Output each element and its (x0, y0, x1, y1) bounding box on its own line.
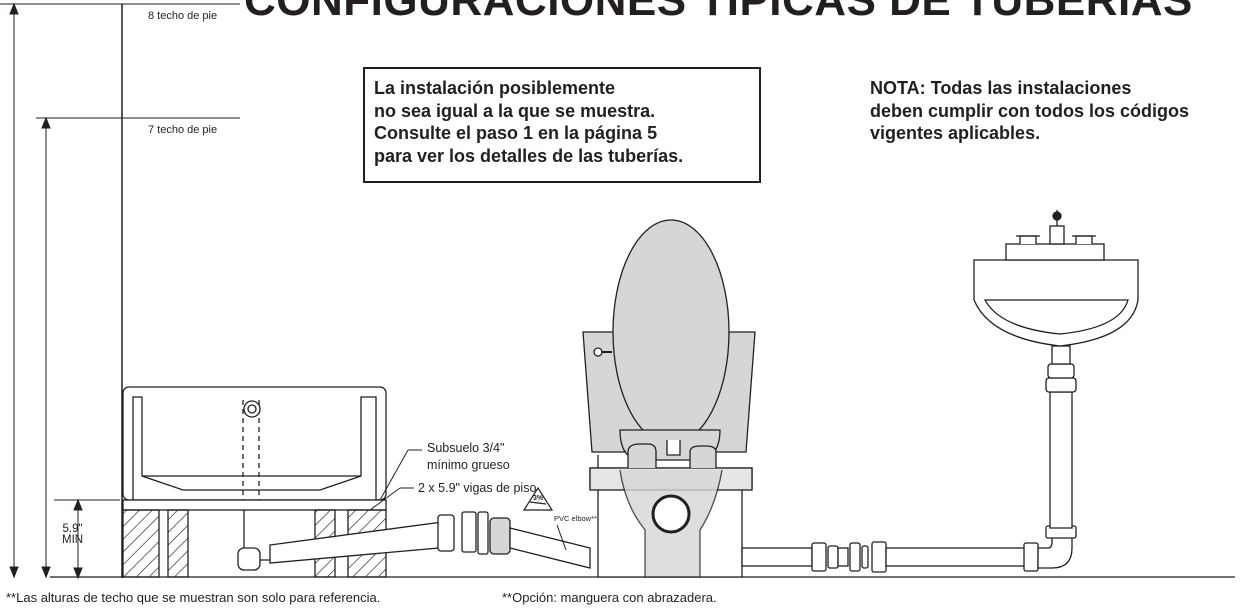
callout-leaders (369, 449, 567, 551)
nota-line: vigentes aplicables. (870, 123, 1041, 143)
tub-fixture (122, 386, 387, 578)
subfloor-line1: Subsuelo 3/4" (427, 441, 505, 455)
slope-label: 3% (533, 495, 544, 502)
ceiling-7ft-label: 7 techo de pie (148, 124, 218, 136)
note-line: no sea igual a la que se muestra. (374, 100, 656, 121)
codes-note: NOTA: Todas las instalaciones deben cump… (870, 77, 1189, 145)
min-height-value: 5.9" (62, 523, 83, 535)
note-line: Consulte el paso 1 en la página 5 (374, 123, 658, 143)
min-height-label: 5.9" MIN (62, 523, 84, 546)
subfloor-callout: Subsuelo 3/4" mínimo grueso (427, 440, 510, 474)
wall-sink (973, 210, 1139, 347)
note-line: para ver los detalles de las tuberías. (374, 145, 684, 166)
macerator-unit (582, 219, 756, 578)
ceiling-dimension-lines (0, 2, 240, 580)
subfloor-line2: mínimo grueso (427, 458, 510, 472)
page-title: CONFIGURACIONES TÍPICAS DE TUBERÍAS (244, 0, 1193, 25)
joists-callout: 2 x 5.9" vigas de piso (418, 481, 537, 495)
footer-ceiling-note: **Las alturas de techo que se muestran s… (6, 590, 381, 605)
discharge-pipe (741, 345, 1077, 573)
pvc-elbow-label: PVC elbow** (554, 514, 597, 523)
nota-line: deben cumplir con todos los códigos (870, 100, 1190, 121)
min-height-unit: MIN (62, 534, 84, 546)
note-line: La instalación posiblemente (374, 78, 616, 98)
installation-note-box: La instalación posiblemente no sea igual… (363, 67, 761, 183)
slope-indicator (522, 486, 554, 511)
footer-option-note: **Opción: manguera con abrazadera. (502, 590, 717, 605)
ceiling-8ft-label: 8 techo de pie (148, 10, 218, 22)
drain-pipe (269, 511, 591, 569)
nota-line: NOTA: Todas las instalaciones (870, 78, 1132, 98)
